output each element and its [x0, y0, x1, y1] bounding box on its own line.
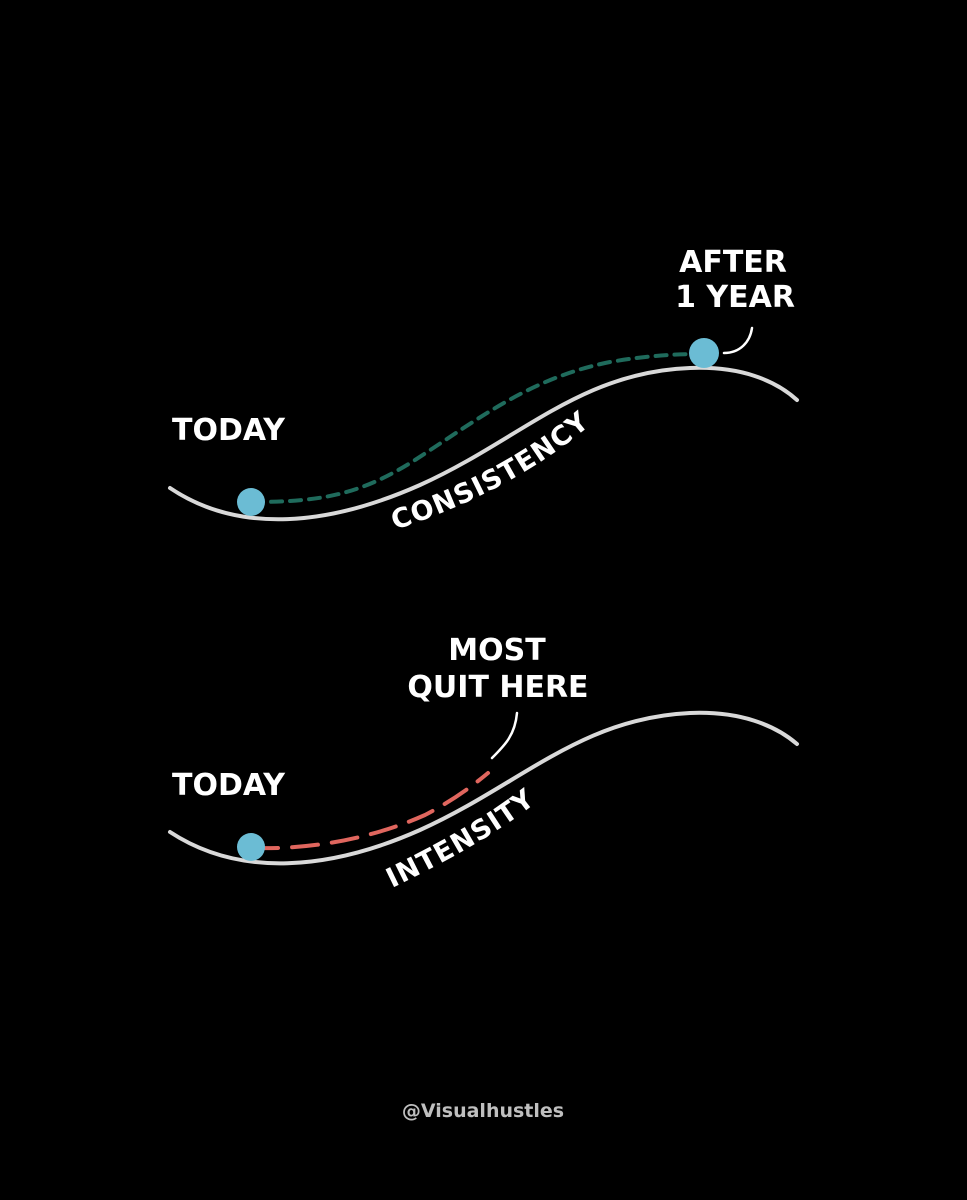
- most-quit-pointer: [490, 711, 519, 760]
- bottom-curve: [168, 710, 799, 866]
- most-quit-label-line1: MOST: [448, 633, 546, 668]
- today-dot-bottom: [237, 833, 265, 861]
- most-quit-label-line2: QUIT HERE: [407, 670, 588, 705]
- after-label-line2: 1 YEAR: [675, 280, 795, 315]
- consistency-panel: TODAY AFTER 1 YEAR CONSISTENCY: [168, 245, 799, 537]
- intensity-label: INTENSITY: [381, 783, 541, 894]
- today-dot-top: [237, 488, 265, 516]
- consistency-path: [250, 352, 705, 504]
- intensity-panel: TODAY MOST QUIT HERE INTENSITY: [168, 633, 799, 894]
- today-label-bottom: TODAY: [172, 768, 286, 803]
- top-curve: [168, 365, 799, 522]
- consistency-label-text: CONSISTENCY: [387, 406, 594, 537]
- today-label-top: TODAY: [172, 413, 286, 448]
- after-one-year-pointer: [722, 326, 754, 355]
- after-label-line1: AFTER: [679, 245, 787, 280]
- intensity-path: [250, 771, 490, 851]
- intensity-label-text: INTENSITY: [381, 783, 540, 894]
- credit-handle: @Visualhustles: [402, 1100, 564, 1122]
- consistency-label: CONSISTENCY: [387, 406, 595, 537]
- after-one-year-dot: [689, 338, 719, 368]
